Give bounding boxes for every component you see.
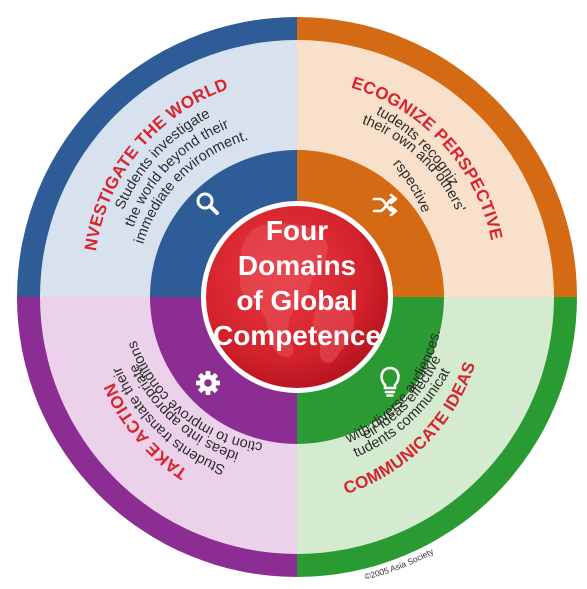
center-title-line: of Global [236,285,357,316]
shuffle-icon [372,193,398,217]
center-title-line: Competence [213,320,381,351]
center-title: Four Domains of Global Competence [213,215,381,351]
center-title-line: Four [266,215,328,246]
center-title-line: Domains [238,250,356,281]
gear-icon [196,371,220,395]
search-icon [196,192,219,215]
globe-watermark [239,223,355,364]
lightbulb-icon [380,366,400,397]
